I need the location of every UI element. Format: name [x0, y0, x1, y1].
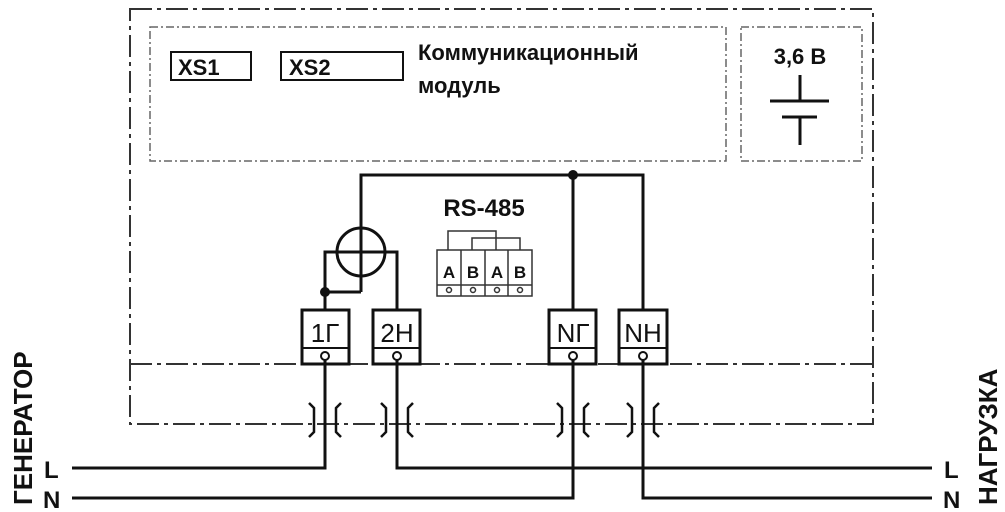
load-l-label: L	[944, 457, 959, 484]
battery-box	[740, 26, 863, 162]
generator-label: ГЕНЕРАТОР	[8, 351, 38, 505]
rs485-terminal-a1: A	[443, 263, 455, 282]
battery-icon	[770, 75, 829, 145]
terminal-nn-label: NН	[624, 318, 662, 348]
connector-xs1-label: XS1	[178, 55, 220, 80]
rs485-terminal-b1: B	[467, 263, 479, 282]
terminal-1g-label: 1Г	[311, 318, 340, 348]
terminal-ng	[547, 308, 598, 366]
load-label: НАГРУЗКА	[973, 368, 1003, 505]
current-sensor-icon	[335, 226, 387, 278]
connector-xs2-label: XS2	[289, 55, 331, 80]
terminal-ng-label: NГ	[557, 318, 590, 348]
rs485-terminal-block	[436, 230, 533, 297]
rs485-label: RS-485	[443, 195, 524, 222]
load-n-label: N	[943, 487, 960, 512]
external-wiring	[72, 360, 932, 500]
generator-n-label: N	[43, 487, 60, 512]
rs485-terminal-b2: B	[514, 263, 526, 282]
comm-module-title-2: модуль	[418, 73, 501, 98]
connector-xs2	[280, 51, 404, 81]
terminal-2n-label: 2Н	[380, 318, 413, 348]
comm-module-title-1: Коммуникационный	[418, 40, 639, 65]
seal-brackets	[308, 402, 660, 438]
comm-module-box	[149, 26, 727, 162]
meter-housing-outline	[129, 8, 874, 425]
battery-label: 3,6 В	[774, 44, 827, 69]
rs485-terminal-a2: A	[491, 263, 503, 282]
generator-l-label: L	[44, 457, 59, 484]
connector-xs1	[170, 51, 252, 81]
